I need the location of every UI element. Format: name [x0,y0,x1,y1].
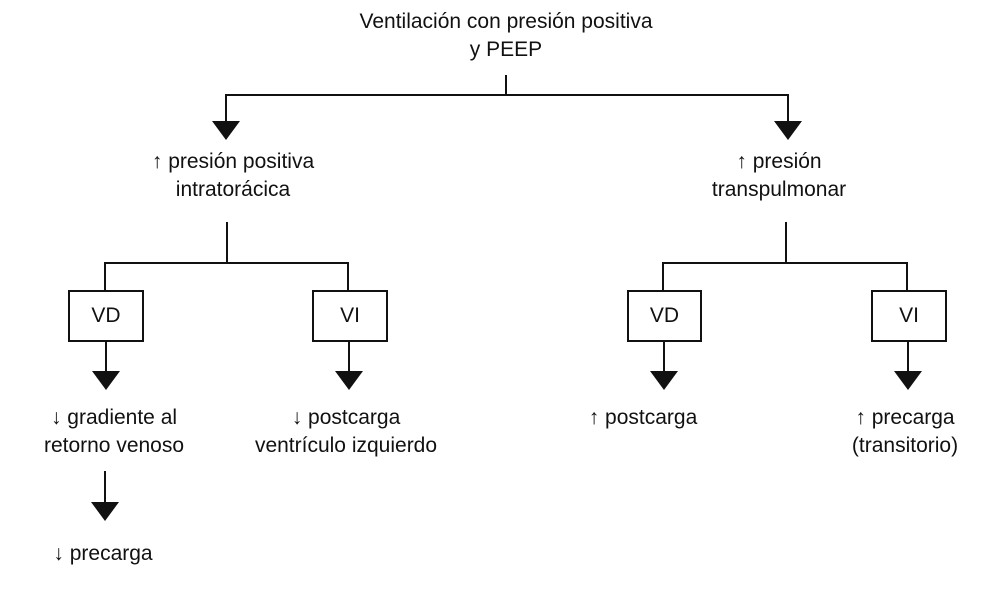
effect-right-vd-label: ↑ postcarga [588,406,698,429]
branch-transpulmonary-label: ↑ presión transpulmonar [711,150,847,201]
connector-left-split [104,222,349,290]
arrow-down-icon [335,371,363,390]
arrow-down-icon [650,371,678,390]
arrow-down-icon [894,371,922,390]
arrow-down-icon [212,121,240,140]
arrow-down-icon [92,371,120,390]
branch-intrathoracic-label: ↑ presión positiva intratorácica [151,150,315,201]
connector-right-split [662,222,908,290]
effect-left-vd-label: ↓ gradiente al retorno venoso [43,406,185,457]
connector-left-vd-arrow [92,342,120,390]
effect-left-vi-label: ↓ postcarga ventrículo izquierdo [254,406,438,457]
connector-right-vi-arrow [894,342,922,390]
box-right-vd: VD [627,290,702,342]
box-left-vi: VI [312,290,388,342]
connector-right-vd-arrow [650,342,678,390]
arrow-down-icon [91,502,119,521]
box-left-vd: VD [68,290,144,342]
connector-root-split [212,75,802,140]
diagram-title: Ventilación con presión positiva y PEEP [359,10,653,61]
box-right-vi: VI [871,290,947,342]
effect-right-vi-label: ↑ precarga (transitorio) [851,406,959,457]
connector-precarga-arrow [91,471,119,521]
connector-left-vi-arrow [335,342,363,390]
consequence-precarga-label: ↓ precarga [53,542,153,565]
arrow-down-icon [774,121,802,140]
